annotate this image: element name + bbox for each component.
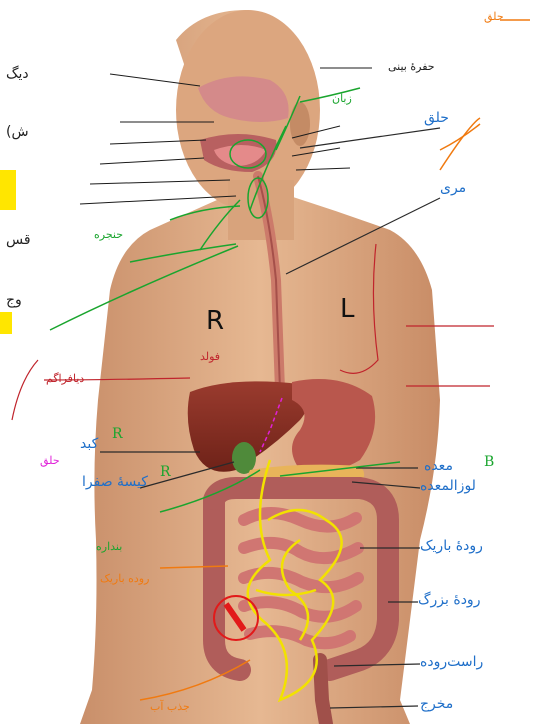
left-side-mark: L [340,294,355,324]
label-pharynx: حلق [424,110,449,126]
note-throat: حنجره [94,228,123,241]
note-pharynx-pink: حلق [40,454,60,467]
edge-text-2: (ش [6,124,29,140]
note-fold: فولد [200,350,220,363]
note-top-right: حلق [484,10,504,23]
label-small-intestine: رودهٔ باریک [420,538,483,554]
note-liver-r: R [112,426,123,442]
label-gallbladder: کیسهٔ صفرا [82,474,148,490]
note-nasal: حفرهٔ بینی [388,60,435,73]
note-gall-r: R [160,464,171,480]
label-rectum: راست‌روده [420,654,483,670]
note-stomach-b: B [484,454,494,470]
note-small-intestine: روده باریک [100,572,149,585]
right-side-mark: R [206,306,224,336]
note-bottom: جذب آب [150,700,190,713]
label-esophagus: مری [440,180,466,196]
label-anus: مخرج [420,696,453,712]
ear [290,102,310,146]
note-sphincter: بنداره [96,540,122,553]
note-mouth: زبان [332,92,352,105]
edge-text-4: وج [6,292,22,308]
gallbladder [232,442,256,474]
label-liver: کبد [80,436,98,452]
edge-text-3: قس [6,232,31,248]
note-diaphragm: دیافراگم [46,372,84,385]
rectum [320,660,326,724]
label-pancreas: لوزالمعده [420,478,476,494]
highlight-mark-2 [0,312,12,334]
label-large-intestine: رودهٔ بزرگ [418,592,480,608]
label-stomach: معده [424,458,453,474]
edge-text-1: دیگ [6,66,29,82]
highlight-mark-1 [0,170,16,210]
